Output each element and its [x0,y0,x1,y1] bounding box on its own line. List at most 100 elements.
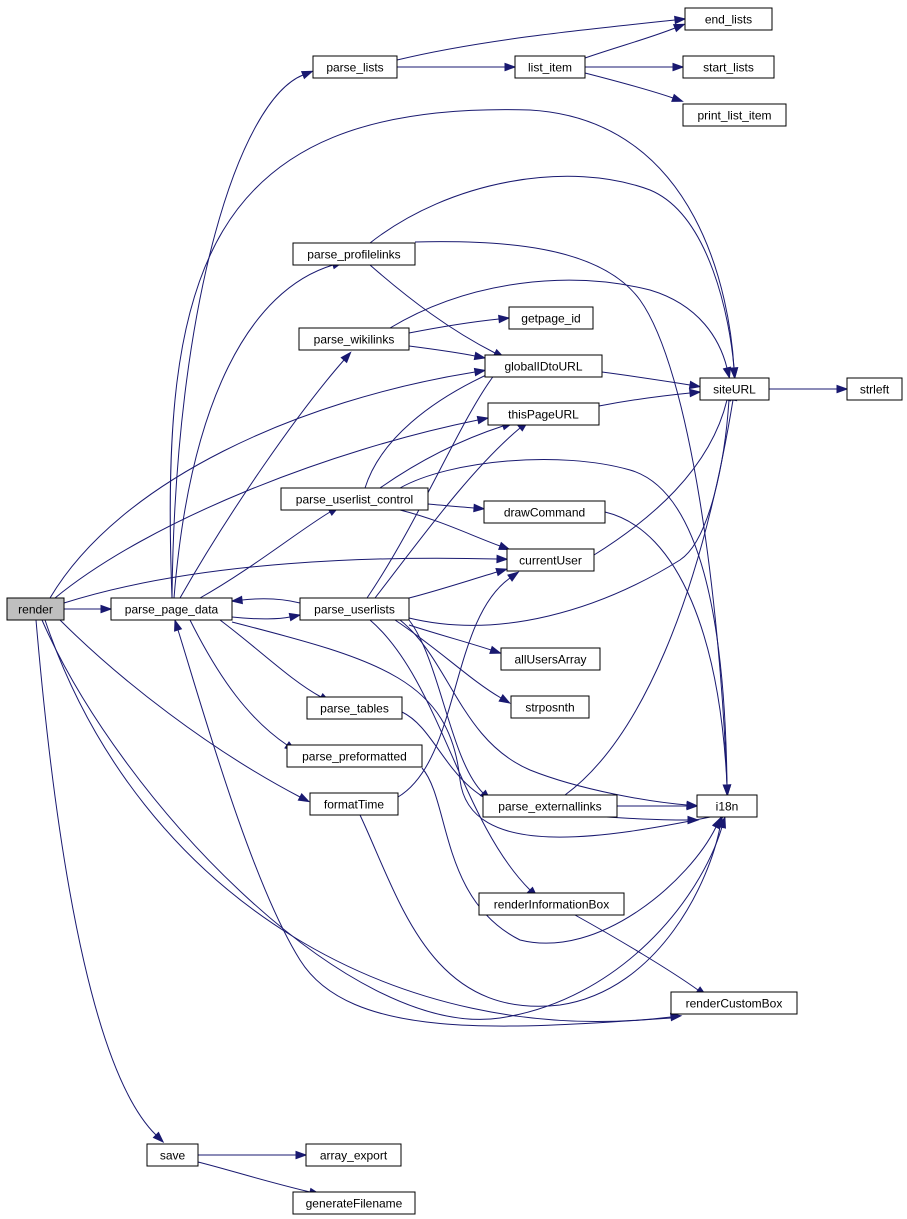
edge-arrowhead [507,571,520,582]
node-list-item[interactable]: list_item [514,55,586,79]
edge-drawCommand-to-i18n [604,511,732,797]
node-parse-preformatted[interactable]: parse_preformatted [286,744,423,768]
node-parse-tables[interactable]: parse_tables [306,696,403,720]
edge-arrowhead [152,1131,165,1144]
edge-parse_page_data-to-parse_preformatted [189,619,297,752]
node-box [478,892,625,916]
edge-arrowhead [687,815,700,825]
edge-line [35,619,157,1136]
node-render[interactable]: render [6,597,65,621]
node-start-lists[interactable]: start_lists [682,55,775,79]
edge-line [63,557,498,604]
node-renderCustomBox[interactable]: renderCustomBox [670,991,798,1015]
node-strposnth[interactable]: strposnth [510,695,590,719]
node-allUsersArray[interactable]: allUsersArray [500,647,601,671]
edge-globalIDtoURL-to-siteURL [601,371,702,390]
node-box [292,242,416,266]
node-label: globalIDtoURL [504,360,582,374]
edge-parse_lists-to-list_item [397,62,517,72]
node-drawCommand[interactable]: drawCommand [483,500,606,524]
node-strleft[interactable]: strleft [846,377,903,401]
node-formatTime[interactable]: formatTime [309,792,399,816]
edge-parse_page_data-to-parse_userlist_control [199,506,340,599]
node-currentUser[interactable]: currentUser [506,548,595,572]
node-box [6,597,65,621]
node-label: parse_preformatted [302,750,407,764]
node-parse-page-data[interactable]: parse_page_data [110,597,233,621]
node-box [305,1143,402,1167]
edge-arrowhead [473,367,487,377]
edge-arrowhead [230,595,243,605]
edge-list_item-to-end_lists [584,23,686,59]
node-parse-userlists[interactable]: parse_userlists [299,597,410,621]
node-print-list-item[interactable]: print_list_item [682,103,787,127]
edge-arrowhead [722,784,732,797]
node-box [500,647,601,671]
node-box [312,55,398,79]
edge-line [399,509,501,547]
node-parse-lists[interactable]: parse_lists [312,55,398,79]
node-label: siteURL [713,383,756,397]
edge-arrowhead [498,694,511,704]
edge-parse_page_data-to-siteURL [169,109,739,599]
edge-arrowhead [300,70,314,80]
node-thisPageURL[interactable]: thisPageURL [487,402,600,426]
edge-thisPageURL-to-siteURL [598,388,702,407]
node-label: parse_tables [320,702,389,716]
edge-render-to-formatTime [59,619,311,803]
edge-arrowhead [722,366,732,380]
node-box [670,991,798,1015]
edge-line [399,619,688,806]
edge-line [199,511,331,599]
edge-line [177,629,672,1027]
node-i18n[interactable]: i18n [696,794,758,818]
node-getpage-id[interactable]: getpage_id [508,306,594,330]
edge-line [369,619,531,891]
edge-line [231,621,721,838]
edge-arrowhead [495,568,509,577]
node-parse-wikilinks[interactable]: parse_wikilinks [298,327,410,351]
node-label: allUsersArray [514,653,586,667]
edge-line [604,511,728,786]
node-label: parse_wikilinks [314,333,395,347]
edge-parse_externallinks-to-i18n [617,801,699,811]
edge-parse_userlists-to-strposnth [394,619,511,704]
edge-line [374,427,521,599]
node-box [110,597,233,621]
edge-arrowhead [295,1150,308,1160]
edge-line [41,619,723,1020]
node-parse-profilelinks[interactable]: parse_profilelinks [292,242,416,266]
edge-arrowhead [688,380,702,390]
edge-list_item-to-print_list_item [584,72,684,102]
node-globalIDtoURL[interactable]: globalIDtoURL [484,354,603,378]
node-box [510,695,590,719]
node-siteURL[interactable]: siteURL [699,377,770,401]
node-array-export[interactable]: array_export [305,1143,402,1167]
node-label: thisPageURL [508,408,579,422]
edge-arrowhead [672,62,685,72]
edge-line [44,619,672,1022]
edge-line [171,74,304,599]
edge-line [397,577,511,798]
edge-arrowhead [689,388,702,398]
edge-line [389,279,728,369]
edge-line [179,359,345,599]
node-box [699,377,770,401]
edge-line [364,370,496,489]
edge-parse_page_data-to-parse_userlists [231,612,302,622]
edge-arrowhead [498,541,511,550]
edge-render-to-i18n [41,619,726,1020]
node-label: renderInformationBox [494,898,609,912]
edge-arrowhead [672,23,686,33]
edge-currentUser-to-siteURL [593,388,732,556]
node-end-lists[interactable]: end_lists [684,7,773,31]
node-label: render [18,603,53,617]
node-generateFilename[interactable]: generateFilename [292,1191,416,1215]
node-save[interactable]: save [146,1143,199,1167]
node-renderInformationBox[interactable]: renderInformationBox [478,892,625,916]
edge-line [359,814,721,1007]
node-parse-userlist-control[interactable]: parse_userlist_control [280,487,429,511]
edge-save-to-generateFilename [197,1161,322,1197]
node-parse-externallinks[interactable]: parse_externallinks [482,794,618,818]
edge-arrowhead [288,612,302,622]
